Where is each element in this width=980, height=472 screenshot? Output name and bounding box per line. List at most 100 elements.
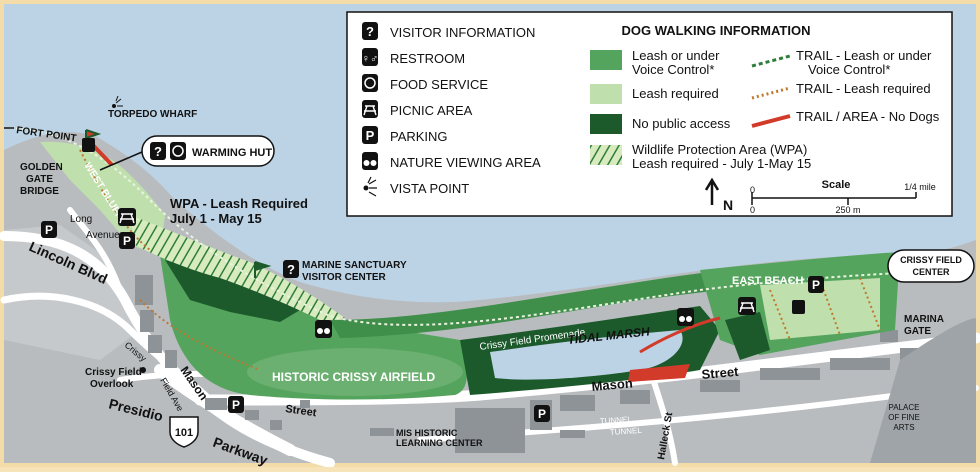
north-label: N (723, 197, 733, 213)
lower-trail (139, 299, 261, 371)
label-overlook-2: Overlook (90, 379, 134, 390)
label-marina-2: GATE (904, 326, 931, 337)
legend-symbols: ? VISITOR INFORMATION ♀♂ RESTROOM FOOD S… (362, 22, 541, 197)
food-service-icon (362, 74, 378, 92)
legend-trail-1-line2: Voice Control* (808, 62, 890, 77)
east-beach-leash-area (760, 278, 880, 340)
legend-trail-3: TRAIL / AREA - No Dogs (796, 109, 940, 124)
picnic-icon (362, 100, 378, 118)
parking-glyph: P (366, 128, 375, 143)
legend-trail-2: TRAIL - Leash required (796, 81, 931, 96)
legend-areas: Leash or under Voice Control* Leash requ… (590, 48, 811, 171)
label-street-left: Street (285, 403, 318, 419)
no-dogs-area (628, 364, 690, 382)
label-torpedo-wharf: TORPEDO WHARF (108, 109, 197, 120)
legend-title: DOG WALKING INFORMATION (622, 23, 811, 38)
label-golden-gate-bridge: GOLDEN GATE BRIDGE (20, 162, 63, 197)
svg-text:P: P (45, 223, 53, 237)
label-101: 101 (175, 427, 193, 439)
label-tunnel-2: TUNNEL (610, 426, 643, 437)
label-overlook-1: Crissy Field (85, 367, 142, 378)
bluff-trail (79, 149, 151, 251)
scale-title: Scale (822, 179, 851, 191)
label-marine-sanctuary-2: VISITOR CENTER (302, 272, 386, 283)
airfield-field (247, 348, 463, 396)
label-mason-right: Mason (591, 375, 633, 394)
question-icon (362, 22, 378, 40)
scale-mid: 250 m (835, 205, 860, 215)
vista-icon (112, 95, 123, 108)
sanctuary-flag (254, 261, 272, 278)
east-trails (769, 277, 881, 341)
legend-nature: NATURE VIEWING AREA (390, 155, 541, 170)
label-east-beach: EAST BEACH (732, 275, 804, 287)
promenade-trail (9, 127, 901, 326)
swatch-trail-leash (751, 86, 791, 100)
binoculars-icon (315, 320, 332, 338)
label-street-right: Street (701, 364, 740, 382)
label-long: Long (70, 214, 92, 225)
parking-icon: P (808, 276, 824, 293)
label-cfc-2: CENTER (912, 267, 950, 277)
swatch-wpa (590, 145, 622, 165)
svg-text:?: ? (287, 262, 295, 277)
binoculars-icon (677, 308, 694, 326)
scale-zero-bottom: 0 (750, 205, 755, 215)
vista-icon (363, 176, 377, 197)
picnic-icon (738, 297, 756, 315)
legend-visitor-info: VISITOR INFORMATION (390, 25, 535, 40)
question-icon (150, 142, 166, 160)
parking-icon (362, 126, 378, 144)
legend-area-4-line1: Wildlife Protection Area (WPA) (632, 142, 807, 157)
tidal-marsh-water (490, 330, 683, 380)
label-tunnel-1: TUNNEL (600, 415, 633, 426)
food-service-icon (170, 142, 186, 160)
legend-vista: VISTA POINT (390, 181, 469, 196)
label-mis-2: LEARNING CENTER (396, 438, 483, 448)
label-palace-3: ARTS (893, 423, 914, 432)
label-palace-2: OF FINE (888, 413, 920, 422)
legend-area-3: No public access (632, 116, 731, 131)
legend-trails: TRAIL - Leash or under Voice Control* TR… (751, 48, 940, 128)
question-glyph: ? (366, 24, 374, 39)
parking-icon: P (41, 221, 57, 238)
restroom-icon (362, 48, 378, 66)
svg-text:GATE: GATE (26, 174, 53, 185)
svg-text:P: P (538, 407, 546, 421)
crissy-field-center-callout (887, 249, 975, 283)
wpa-area (130, 215, 345, 325)
no-dogs-trail (639, 316, 721, 354)
parking-icon: P (119, 232, 135, 249)
label-marina-1: MARINA (904, 314, 944, 325)
label-palace-1: PALACE (889, 403, 920, 412)
map-icons: P P P P P (41, 95, 824, 422)
restroom-glyph: ♀♂ (362, 53, 379, 65)
label-warming-hut: WARMING HUT (192, 147, 272, 159)
legend-picnic: PICNIC AREA (390, 103, 473, 118)
label-wpa-note-1: WPA - Leash Required (170, 196, 308, 211)
picnic-icon (118, 208, 136, 226)
restroom-icon (792, 300, 805, 314)
parking-icon: P (228, 396, 244, 413)
scale-end: 1/4 mile (904, 182, 936, 192)
svg-text:?: ? (154, 144, 162, 159)
svg-text:P: P (812, 278, 820, 292)
swatch-trail-no-dogs (751, 114, 791, 128)
no-access-area-east (725, 312, 770, 360)
scale-zero-top: 0 (750, 185, 755, 195)
label-marine-sanctuary-1: MARINE SANCTUARY (302, 260, 407, 271)
legend-area-4-line2: Leash required - July 1-May 15 (632, 156, 811, 171)
swatch-leash (590, 84, 622, 104)
legend-food: FOOD SERVICE (390, 77, 488, 92)
label-mis-1: MIS HISTORIC (396, 428, 458, 438)
svg-text:P: P (232, 398, 240, 412)
swatch-no-access (590, 114, 622, 134)
label-wpa-note-2: July 1 - May 15 (170, 211, 262, 226)
svg-text:BRIDGE: BRIDGE (20, 186, 59, 197)
svg-text:GOLDEN: GOLDEN (20, 162, 63, 173)
highway-101-shield: 101 (169, 416, 199, 448)
legend-area-2: Leash required (632, 86, 719, 101)
question-icon (283, 260, 299, 278)
